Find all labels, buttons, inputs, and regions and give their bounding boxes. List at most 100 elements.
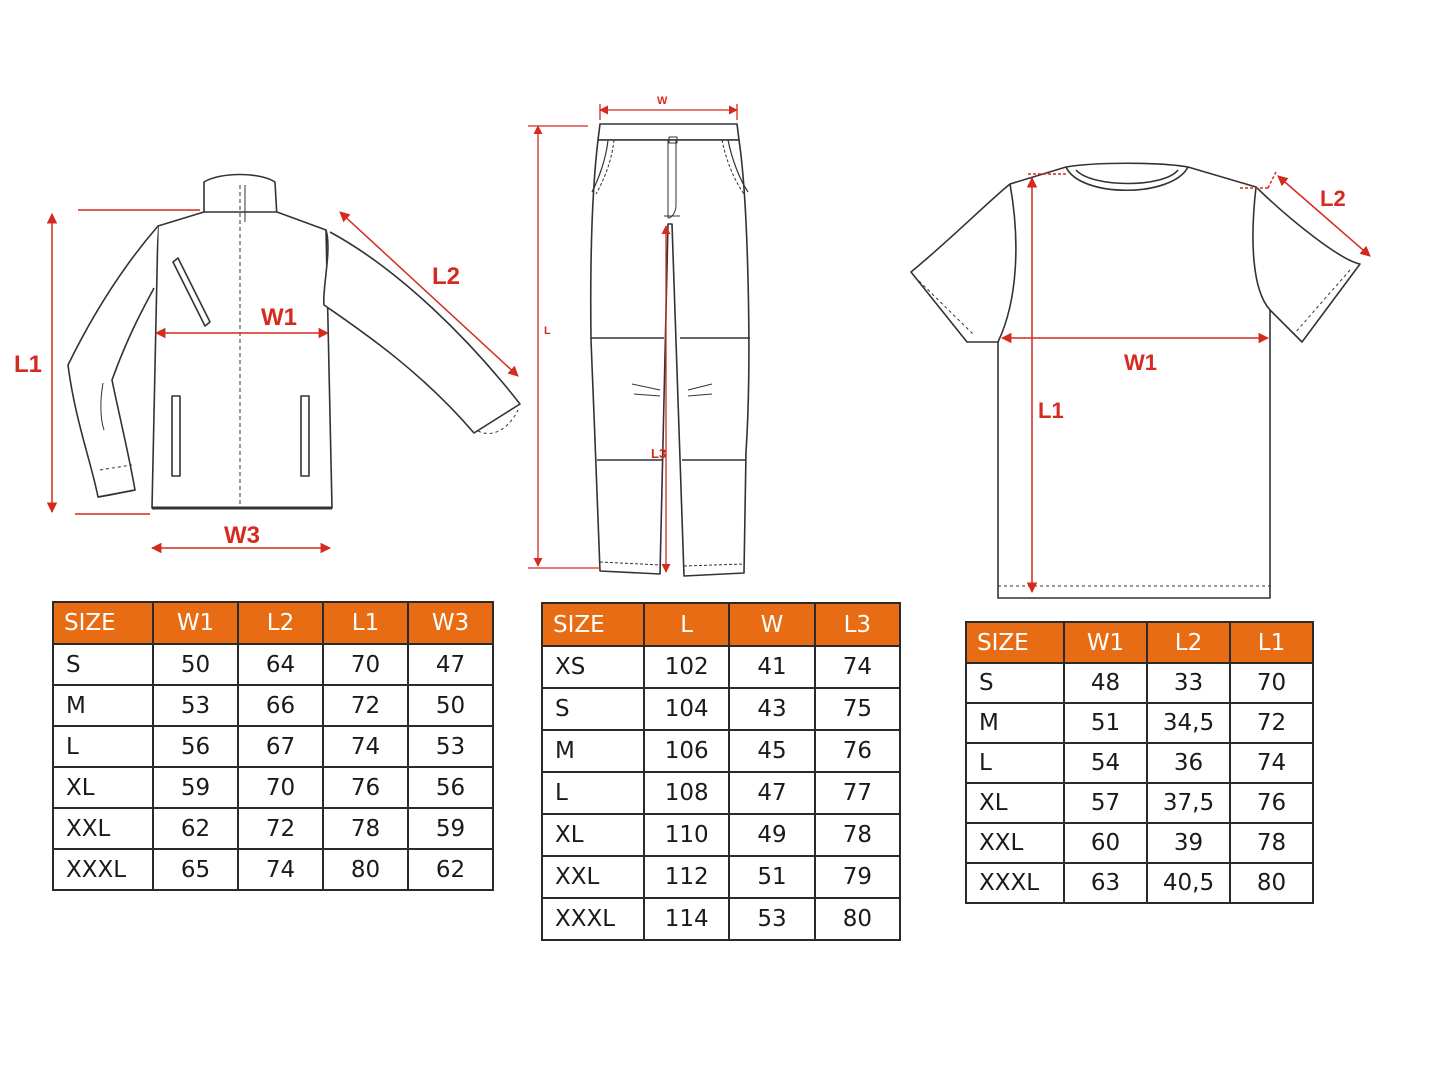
measurement-cell: 114 <box>642 897 731 941</box>
measurement-cell: 60 <box>1063 822 1148 864</box>
column-header: L2 <box>1146 621 1231 664</box>
size-cell: XXL <box>541 855 645 899</box>
measurement-cell: 57 <box>1063 782 1148 824</box>
pants-l3-label: L3 <box>651 446 666 461</box>
measurement-cell: 59 <box>407 807 494 850</box>
column-header: SIZE <box>541 602 645 647</box>
measurement-cell: 78 <box>813 813 902 857</box>
measurement-cell: 51 <box>1063 702 1148 744</box>
jacket-w3-label: W3 <box>224 522 260 549</box>
jacket-l1-label: L1 <box>14 351 42 378</box>
measurement-cell: 47 <box>728 771 816 815</box>
measurement-cell: 64 <box>237 643 324 686</box>
measurement-cell: 102 <box>642 645 731 689</box>
measurement-cell: 53 <box>407 725 494 768</box>
size-cell: S <box>965 662 1065 704</box>
size-cell: M <box>965 702 1065 744</box>
measurement-cell: 80 <box>813 897 902 941</box>
measurement-cell: 104 <box>642 687 731 731</box>
measurement-cell: 80 <box>322 848 409 891</box>
column-header: L1 <box>322 601 409 645</box>
measurement-cell: 41 <box>728 645 816 689</box>
pants-l-label: L <box>544 325 551 337</box>
measurement-cell: 76 <box>813 729 902 773</box>
measurement-cell: 70 <box>1229 662 1314 704</box>
column-header: SIZE <box>52 601 154 645</box>
measurement-cell: 49 <box>728 813 816 857</box>
jacket-w1-label: W1 <box>261 304 297 331</box>
measurement-cell: 108 <box>642 771 731 815</box>
tshirt-l2-label: L2 <box>1320 186 1346 211</box>
measurement-cell: 50 <box>407 684 494 727</box>
measurement-cell: 72 <box>1229 702 1314 744</box>
measurement-cell: 65 <box>152 848 239 891</box>
measurement-cell: 36 <box>1146 742 1231 784</box>
size-cell: XXL <box>965 822 1065 864</box>
column-header: L3 <box>813 602 902 647</box>
column-header: W1 <box>1063 621 1148 664</box>
measurement-cell: 37,5 <box>1146 782 1231 824</box>
size-cell: XS <box>541 645 645 689</box>
column-header: W <box>728 602 816 647</box>
measurement-cell: 72 <box>322 684 409 727</box>
size-cell: XXL <box>52 807 154 850</box>
measurement-cell: 66 <box>237 684 324 727</box>
measurement-cell: 74 <box>813 645 902 689</box>
size-cell: XXXL <box>965 862 1065 904</box>
column-header: L2 <box>237 601 324 645</box>
measurement-cell: 62 <box>407 848 494 891</box>
size-cell: S <box>541 687 645 731</box>
column-header: L <box>642 602 731 647</box>
size-cell: M <box>52 684 154 727</box>
column-header: W1 <box>152 601 239 645</box>
tshirt-illustration <box>910 162 1361 599</box>
measurement-cell: 76 <box>322 766 409 809</box>
jacket-l2-label: L2 <box>432 263 460 290</box>
pants-dimensions <box>528 104 738 573</box>
pants-w-label: W <box>657 95 668 107</box>
measurement-cell: 54 <box>1063 742 1148 784</box>
measurement-cell: 110 <box>642 813 731 857</box>
measurement-cell: 51 <box>728 855 816 899</box>
measurement-cell: 106 <box>642 729 731 773</box>
pants-illustration <box>589 123 750 577</box>
size-cell: L <box>965 742 1065 784</box>
size-cell: S <box>52 643 154 686</box>
measurement-cell: 53 <box>728 897 816 941</box>
measurement-cell: 50 <box>152 643 239 686</box>
measurement-cell: 80 <box>1229 862 1314 904</box>
measurement-cell: 76 <box>1229 782 1314 824</box>
measurement-cell: 56 <box>152 725 239 768</box>
measurement-cell: 39 <box>1146 822 1231 864</box>
measurement-cell: 112 <box>642 855 731 899</box>
measurement-cell: 79 <box>813 855 902 899</box>
measurement-cell: 72 <box>237 807 324 850</box>
measurement-cell: 74 <box>237 848 324 891</box>
measurement-cell: 70 <box>322 643 409 686</box>
size-cell: L <box>52 725 154 768</box>
tshirt-w1-label: W1 <box>1124 350 1157 375</box>
measurement-cell: 34,5 <box>1146 702 1231 744</box>
size-cell: M <box>541 729 645 773</box>
measurement-cell: 62 <box>152 807 239 850</box>
measurement-cell: 43 <box>728 687 816 731</box>
